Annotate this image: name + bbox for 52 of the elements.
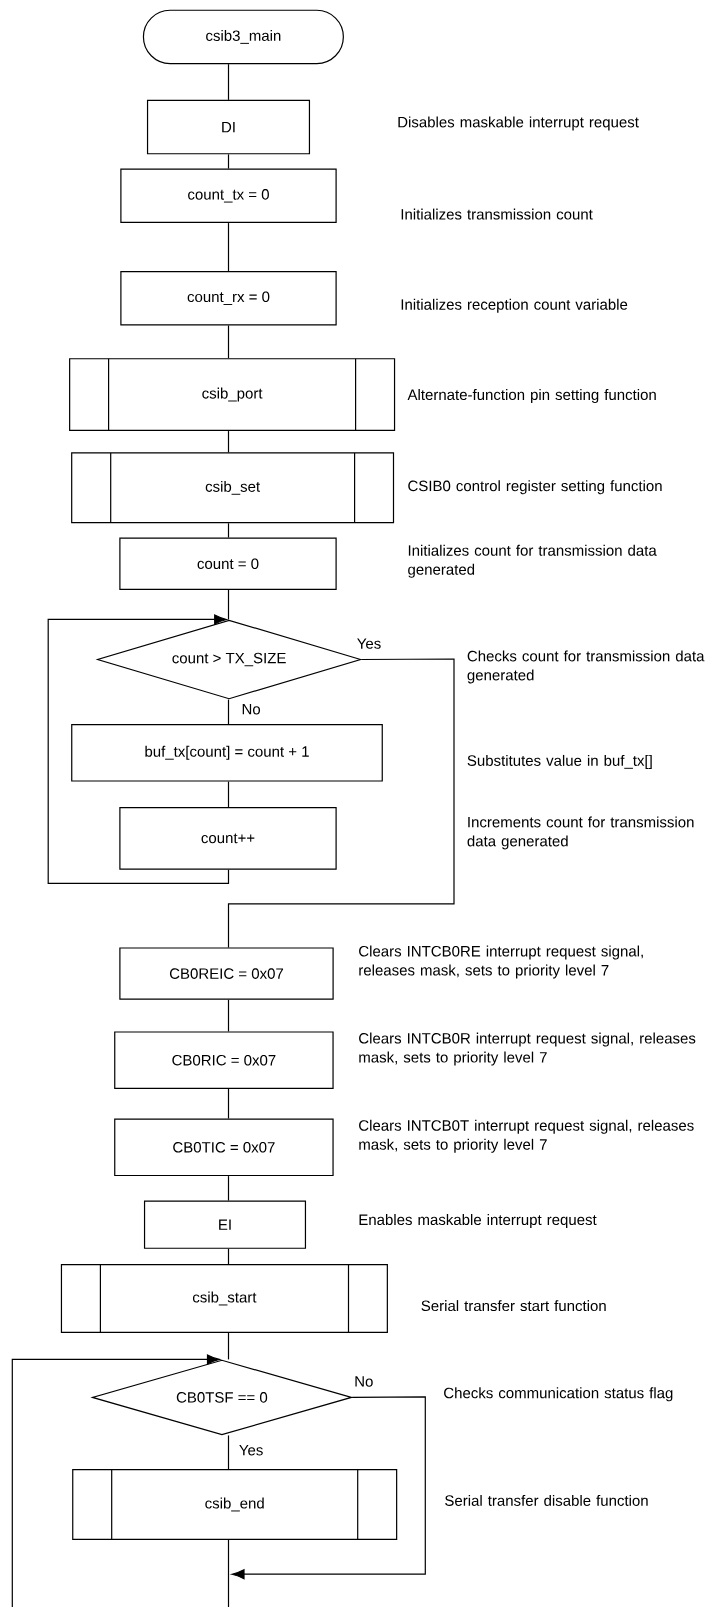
connector — [231, 1396, 426, 1580]
connector — [227, 1539, 230, 1607]
process-box: CB0REIC = 0x07 — [119, 947, 334, 1000]
description-text: Clears INTCB0RE interrupt request signal, releases mask, sets to priority level 7 — [359, 945, 643, 979]
description-text: Clears INTCB0R interrupt request signal, releases mask, sets to priority level 7 — [359, 1032, 696, 1066]
edge-label: No — [353, 1375, 375, 1388]
connector — [227, 698, 230, 725]
connector — [227, 999, 230, 1032]
connector — [227, 658, 455, 948]
process-box: count++ — [119, 806, 337, 870]
connector — [227, 1175, 230, 1202]
description-text: Increments count for transmission data generated — [467, 816, 694, 850]
description-text: Initializes reception count variable — [401, 298, 628, 313]
description-text: Checks count for transmission data generated — [467, 650, 705, 684]
description-text: Checks communication status flag — [444, 1387, 673, 1402]
description-text: Substitutes value in buf_tx[] — [467, 754, 652, 769]
connector — [227, 153, 230, 170]
connector — [227, 589, 230, 621]
connector — [227, 63, 230, 101]
subroutine-box: csib_port — [69, 358, 396, 432]
connector — [227, 1248, 230, 1265]
edge-label: Yes — [237, 1444, 265, 1457]
description-text: Serial transfer disable function — [445, 1494, 648, 1506]
description-text: Initializes transmission count — [401, 208, 593, 220]
description-text: Initializes count for transmission data generated — [408, 544, 657, 578]
connector — [11, 1354, 220, 1607]
connector — [47, 614, 230, 884]
process-box: CB0RIC = 0x07 — [114, 1031, 334, 1089]
description-text: CSIB0 control register setting function — [408, 480, 662, 495]
description-text: Disables maskable interrupt request — [398, 116, 639, 131]
subroutine-box: csib_start — [60, 1264, 388, 1333]
connector — [227, 1088, 230, 1120]
connector — [227, 522, 230, 539]
process-box: count = 0 — [119, 537, 337, 590]
process-box: count_tx = 0 — [120, 168, 337, 224]
connector — [227, 430, 230, 453]
process-box: CB0TIC = 0x07 — [114, 1118, 334, 1177]
process-box: buf_tx[count] = count + 1 — [71, 724, 383, 782]
subroutine-box: csib_end — [72, 1469, 398, 1540]
process-box: count_rx = 0 — [120, 270, 337, 326]
subroutine-box: csib_set — [71, 452, 395, 524]
edge-label: No — [240, 703, 262, 716]
connector — [227, 324, 230, 359]
process-box: EI — [143, 1200, 307, 1249]
description-text: Enables maskable interrupt request — [359, 1214, 597, 1228]
connector — [227, 222, 230, 272]
process-box: DI — [146, 99, 311, 155]
description-text: Serial transfer start function — [421, 1300, 606, 1312]
connector — [227, 781, 230, 808]
connector — [227, 1332, 230, 1360]
description-text: Clears INTCB0T interrupt request signal, releases mask, sets to priority level 7 — [359, 1119, 694, 1153]
connector — [227, 1434, 230, 1470]
